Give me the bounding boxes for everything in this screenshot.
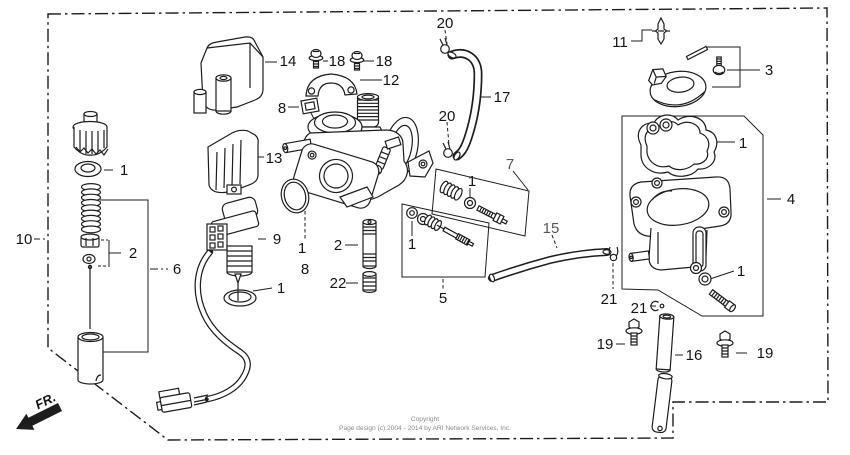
part-spring-left bbox=[80, 183, 102, 234]
callout-19-right: 19 bbox=[757, 345, 774, 362]
sub-box-5 bbox=[401, 203, 490, 278]
callout-17: 17 bbox=[494, 89, 511, 106]
callout-14: 14 bbox=[280, 53, 297, 70]
callout-11: 11 bbox=[612, 34, 628, 51]
bracket-11 bbox=[631, 29, 652, 42]
part-float-screw-3 bbox=[712, 56, 726, 76]
callout-1-oring-right: 1 bbox=[737, 263, 745, 280]
part-side-cover-13 bbox=[207, 129, 259, 195]
part-ring-under-9 bbox=[223, 289, 257, 307]
callout-8-top: 8 bbox=[278, 100, 286, 117]
part-chamber-gasket-1 bbox=[637, 114, 718, 177]
part-float-pin bbox=[685, 45, 709, 61]
callout-2-tube: 2 bbox=[334, 237, 342, 254]
callout-7: 7 bbox=[506, 156, 514, 173]
part-main-jet-set-7 bbox=[439, 180, 509, 225]
callout-22: 22 bbox=[330, 275, 347, 292]
part-bystarter-9 bbox=[155, 196, 260, 413]
part-tube-joint-2 bbox=[362, 218, 377, 270]
part-bolt-18-right bbox=[349, 50, 365, 71]
part-nut-22 bbox=[362, 271, 377, 293]
part-bolt-18-left bbox=[308, 48, 324, 69]
callouts-layer: 20 11 3 14 18 18 12 17 8 13 20 7 1 1 15 … bbox=[16, 15, 796, 364]
callout-1-box7: 1 bbox=[468, 173, 476, 190]
callout-9: 9 bbox=[273, 231, 281, 248]
callout-20-lower: 20 bbox=[439, 108, 456, 125]
part-carburetor-body bbox=[282, 92, 434, 209]
part-float bbox=[647, 68, 707, 108]
callout-20-top: 20 bbox=[437, 15, 454, 32]
part-hose-17 bbox=[447, 49, 483, 161]
callout-10: 10 bbox=[16, 231, 33, 248]
callout-2-left: 2 bbox=[129, 245, 137, 262]
part-bolt-19-left bbox=[625, 318, 643, 346]
callout-1-gasket: 1 bbox=[739, 135, 747, 152]
callout-1-left-washer: 1 bbox=[120, 162, 128, 179]
part-float-chamber-4 bbox=[628, 176, 732, 275]
part-clip-21-right bbox=[650, 300, 665, 312]
part-cylinder-left bbox=[77, 331, 104, 385]
callout-4: 4 bbox=[787, 191, 795, 208]
copyright-line-2: Page design (c) 2004 - 2014 by ARI Netwo… bbox=[339, 425, 511, 432]
callout-12: 12 bbox=[383, 72, 400, 89]
part-tube-16 bbox=[655, 313, 675, 373]
part-clip-21-left bbox=[608, 246, 619, 262]
callout-3: 3 bbox=[765, 62, 773, 79]
callout-15: 15 bbox=[543, 220, 560, 237]
callout-21-left: 21 bbox=[601, 291, 618, 308]
part-float-valve-11 bbox=[652, 16, 670, 46]
callout-6: 6 bbox=[173, 261, 181, 278]
part-needle-holder-set bbox=[80, 233, 100, 265]
part-oring-left bbox=[280, 178, 310, 214]
callout-18-left: 18 bbox=[329, 53, 346, 70]
part-drain-screw bbox=[708, 288, 737, 313]
bracket-3 bbox=[707, 46, 741, 88]
part-oring-right bbox=[698, 272, 712, 286]
callout-5: 5 bbox=[439, 290, 447, 307]
sub-box-4 bbox=[621, 115, 764, 317]
callout-1-under-9: 1 bbox=[277, 280, 285, 297]
callout-21-right: 21 bbox=[631, 300, 648, 317]
callout-18-right: 18 bbox=[376, 53, 393, 70]
diagram-frame bbox=[47, 7, 829, 441]
part-starter-needle bbox=[234, 273, 242, 301]
fr-direction-indicator: FR. bbox=[16, 389, 62, 430]
part-tube-lower bbox=[651, 372, 673, 434]
sub-box-6 bbox=[100, 199, 149, 353]
part-hose-15 bbox=[488, 248, 612, 283]
part-square-nut-8 bbox=[300, 97, 320, 115]
part-clamp-20-top bbox=[439, 37, 450, 54]
part-stay-bracket-12 bbox=[305, 73, 358, 97]
callout-1-oring-left: 1 bbox=[298, 240, 306, 257]
part-slow-jet-set-5 bbox=[406, 207, 475, 248]
part-vacuum-piston-cap bbox=[72, 110, 109, 157]
assembly-outline-border bbox=[47, 7, 829, 441]
part-top-cover-14 bbox=[193, 36, 264, 115]
copyright-line-1: Copyright bbox=[411, 416, 439, 423]
callout-19-left: 19 bbox=[597, 336, 614, 353]
part-jet-needle bbox=[87, 264, 93, 329]
parts-layer bbox=[72, 16, 737, 434]
fr-arrow-icon bbox=[16, 403, 62, 430]
callout-16: 16 bbox=[686, 347, 703, 364]
sub-box-7 bbox=[431, 168, 530, 237]
footer: Copyright Page design (c) 2004 - 2014 by… bbox=[339, 416, 511, 432]
callout-13: 13 bbox=[266, 150, 283, 167]
callout-1-box5: 1 bbox=[408, 236, 416, 253]
part-bolt-19-right bbox=[716, 330, 734, 358]
part-clamp-20-lower bbox=[442, 141, 453, 158]
callout-8-oring: 8 bbox=[301, 261, 309, 278]
part-washer-left bbox=[74, 160, 102, 178]
